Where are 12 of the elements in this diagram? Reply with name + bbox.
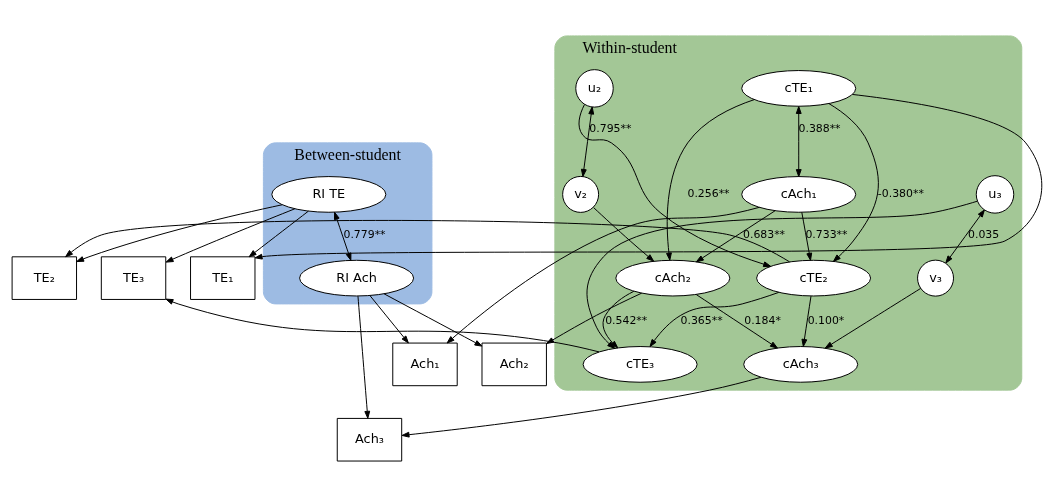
edge-label: 0.683** [742, 227, 786, 241]
edge-label: 0.035 [968, 227, 1000, 241]
edge-label: -0.380** [877, 186, 924, 200]
edge-label: 0.256** [687, 186, 730, 200]
edge-label: 0.100* [807, 313, 845, 327]
edge-label: 0.184* [744, 313, 781, 327]
edge-label: 0.365** [680, 313, 723, 327]
edge-label: 0.779** [343, 227, 386, 241]
edge-label: 0.388** [798, 121, 841, 135]
edge-label: 0.795** [589, 121, 632, 135]
edge-label: 0.733** [805, 227, 848, 241]
edge-label: 0.542** [605, 313, 648, 327]
